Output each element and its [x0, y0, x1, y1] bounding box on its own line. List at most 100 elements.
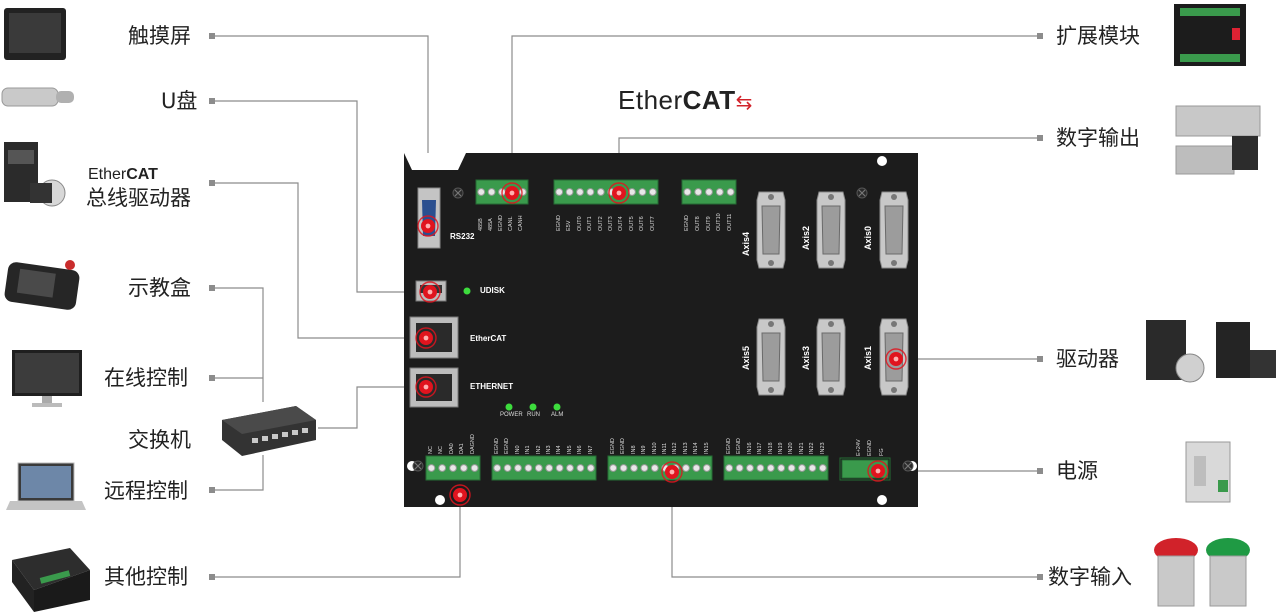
laptop-icon [6, 462, 86, 510]
terminal-screw [787, 464, 796, 472]
power-supply-icon [1185, 441, 1231, 503]
axis4-label: Axis4 [741, 231, 751, 256]
terminal-screw [798, 464, 806, 472]
status-leds [505, 403, 561, 411]
pin-label: IN11 [661, 442, 668, 454]
terminal-screw [470, 464, 479, 472]
pin-label: IN4 [556, 445, 563, 454]
pin-label: DAGND [469, 434, 476, 454]
terminal-screw [808, 464, 817, 472]
label-power-supply: 电源 [1056, 459, 1098, 483]
led-alm-label: ALM [551, 412, 564, 418]
pin-label: 485A [488, 218, 494, 231]
solenoid-valve-icon [1175, 105, 1261, 175]
terminal-screw [514, 464, 522, 472]
pin-label: IN13 [682, 442, 689, 454]
pin-label: IN12 [672, 442, 679, 454]
pin-label: IN5 [566, 445, 573, 454]
pin-label: IN0 [514, 445, 521, 454]
terminal-screw [702, 464, 711, 472]
terminal-screw [555, 464, 564, 472]
pin-label: NC [438, 446, 445, 454]
pin-label: 485B [478, 218, 484, 231]
pin-label: IN20 [788, 442, 795, 454]
pin-label: IN19 [777, 442, 784, 454]
pin-label: IN23 [819, 442, 826, 454]
terminal-screw [648, 188, 657, 196]
terminal-screw [683, 188, 692, 196]
ethernet-port-label: ETHERNET [470, 382, 514, 391]
pin-label: OUT7 [649, 216, 656, 231]
pin-label: IN7 [587, 445, 594, 454]
pin-label: DA0 [448, 443, 455, 454]
terminal-screw [493, 464, 502, 472]
pin-label: E5V [566, 220, 573, 231]
label-expansion-module: 扩展模块 [1056, 24, 1140, 48]
switch-icon [222, 406, 316, 456]
touchscreen-icon [4, 8, 66, 60]
terminal-screw [555, 188, 564, 196]
terminal-screw [487, 188, 496, 196]
terminal-screw [586, 464, 595, 472]
ethercat-logo: EtherCAT⇆ [618, 85, 753, 115]
pin-label: EGND [494, 438, 500, 454]
terminal-screw [449, 464, 457, 472]
terminal-screw [638, 188, 647, 196]
terminal-screw [630, 464, 638, 472]
terminal-screw [576, 464, 585, 472]
terminal-screw [438, 464, 447, 472]
terminal-screw [682, 464, 690, 472]
terminal-screw [756, 464, 765, 472]
pin-label: IN3 [545, 445, 552, 454]
line-endpoints [209, 33, 1043, 580]
terminal-screw [650, 464, 659, 472]
pin-label: OUT6 [639, 216, 646, 231]
terminal-screw [746, 464, 754, 472]
terminal-screw [777, 464, 786, 472]
terminal-screw [524, 464, 533, 472]
push-button-icon [1154, 538, 1250, 607]
pin-label: OUT8 [694, 216, 701, 231]
terminal-screws [427, 188, 827, 472]
pin-label: IN9 [641, 445, 648, 454]
pin-label: OUT4 [618, 216, 625, 231]
label-teach-pendant: 示教盒 [128, 276, 191, 300]
terminal-screw [818, 464, 827, 472]
label-bus-driver: 总线驱动器 [86, 186, 191, 210]
terminal-screw [726, 188, 735, 196]
pin-label: OUT11 [727, 213, 734, 231]
axis0-label: Axis0 [863, 225, 873, 250]
axis1-label: Axis1 [863, 345, 873, 370]
ethercat-port-label: EtherCAT [470, 334, 507, 343]
label-driver: 驱动器 [1056, 347, 1119, 371]
terminal-screw [766, 464, 775, 472]
pin-label: EGND [504, 438, 511, 454]
pin-label: NC [428, 446, 434, 454]
terminal-screw [576, 188, 584, 196]
usb-drive-icon [1, 87, 74, 107]
controller-board [404, 153, 918, 507]
pin-label: IN16 [746, 442, 753, 454]
monitor-icon [12, 350, 82, 407]
servo-driver-icon [1146, 320, 1276, 383]
pin-label: OUT10 [716, 213, 723, 231]
pin-label: IN17 [757, 442, 764, 454]
expansion-module-icon [1174, 4, 1246, 66]
pin-label: EGND [620, 438, 627, 454]
pin-label: IN21 [798, 442, 805, 454]
terminal-screw [427, 464, 436, 472]
pin-label: EGND [610, 438, 616, 454]
pin-label: IN2 [535, 445, 542, 454]
terminal-screw [503, 464, 512, 472]
pin-label: EGND [867, 440, 874, 456]
axis2-label: Axis2 [801, 225, 811, 250]
axis5-label: Axis5 [741, 345, 751, 370]
terminal-screw [705, 188, 713, 196]
